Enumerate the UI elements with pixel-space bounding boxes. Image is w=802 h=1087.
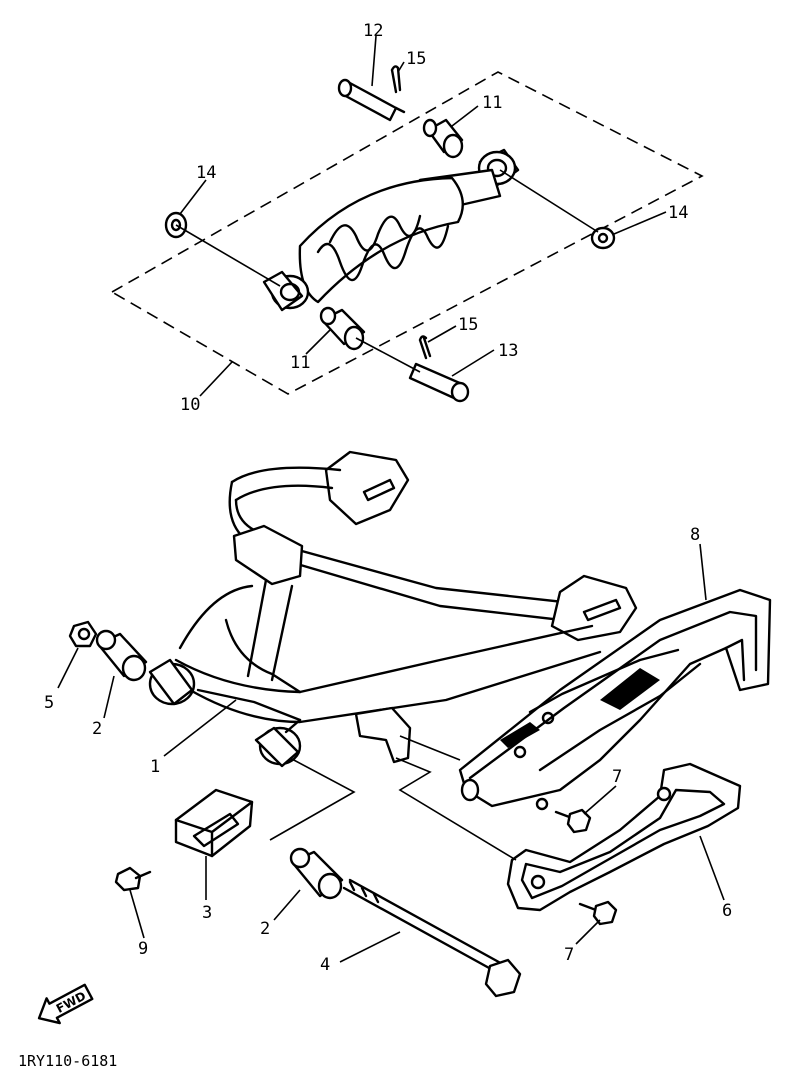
cotter-pin-15-bottom: [418, 335, 432, 360]
callout-2-upper: 2: [92, 719, 102, 739]
bracket-3: [174, 788, 254, 858]
nut-5: [68, 620, 98, 648]
forward-direction-arrow: FWD: [37, 983, 94, 1025]
chain-guard-6: [506, 762, 742, 912]
leader-14-right: [613, 211, 667, 235]
leader-4: [339, 931, 401, 963]
leader-5: [57, 647, 79, 689]
callout-15-top: 15: [406, 49, 426, 69]
callout-13: 13: [498, 341, 518, 361]
leader-15-top: [397, 61, 405, 73]
leader-12: [371, 35, 377, 87]
washer-14-right: [590, 226, 616, 250]
callout-14-left: 14: [196, 163, 216, 183]
callout-2-lower: 2: [260, 919, 270, 939]
bushing-2-upper: [95, 629, 148, 682]
callout-9: 9: [138, 939, 148, 959]
leader-7-lower: [575, 919, 601, 945]
leader-13: [451, 349, 495, 377]
bushing-11-top: [422, 118, 464, 159]
callout-1: 1: [150, 757, 160, 777]
leader-2-upper: [103, 675, 115, 719]
washer-14-right-hole: [597, 232, 609, 244]
leader-14-left: [179, 179, 207, 215]
bolt-9: [114, 866, 152, 892]
callout-3: 3: [202, 903, 212, 923]
pin-12: [337, 78, 406, 122]
axis-line-top: [175, 169, 599, 373]
assembly-line-lower-right: [395, 757, 517, 861]
leader-9: [129, 889, 145, 939]
leader-8: [699, 543, 707, 601]
bushing-11-bottom: [319, 306, 366, 351]
bolt-7-upper: [554, 808, 592, 834]
leader-10: [199, 361, 233, 397]
pin-13: [408, 362, 470, 403]
leader-15-bottom: [427, 325, 457, 343]
assembly-line-bolt7: [399, 735, 461, 761]
washer-14-left-hole: [170, 218, 182, 232]
callout-7-upper: 7: [612, 767, 622, 787]
shock-assembly-group-outline: [110, 71, 704, 395]
callout-12: 12: [363, 21, 383, 41]
diagram-reference-code: 1RY110-6181: [18, 1052, 117, 1070]
bolt-7-lower: [578, 900, 618, 926]
callout-8: 8: [690, 525, 700, 545]
callout-15-bottom: 15: [458, 315, 478, 335]
shock-absorber: [262, 148, 520, 312]
callout-11-bottom: 11: [290, 353, 310, 373]
swing-arm: [148, 450, 638, 768]
leader-11-top: [451, 105, 479, 127]
callout-11-top: 11: [482, 93, 502, 113]
callout-4: 4: [320, 955, 330, 975]
bushing-2-lower: [289, 847, 344, 900]
callout-5: 5: [44, 693, 54, 713]
callout-6: 6: [722, 901, 732, 921]
leader-2-lower: [273, 889, 301, 921]
leader-7-upper: [583, 785, 617, 815]
pivot-shaft-4: [342, 878, 522, 998]
leader-11-bottom: [305, 329, 331, 355]
assembly-line-lower-left: [269, 757, 356, 841]
callout-10: 10: [180, 395, 200, 415]
callout-7-lower: 7: [564, 945, 574, 965]
callout-14-right: 14: [668, 203, 688, 223]
leader-1: [163, 699, 237, 757]
chain-case-8: [458, 588, 772, 811]
leader-6: [699, 835, 725, 901]
